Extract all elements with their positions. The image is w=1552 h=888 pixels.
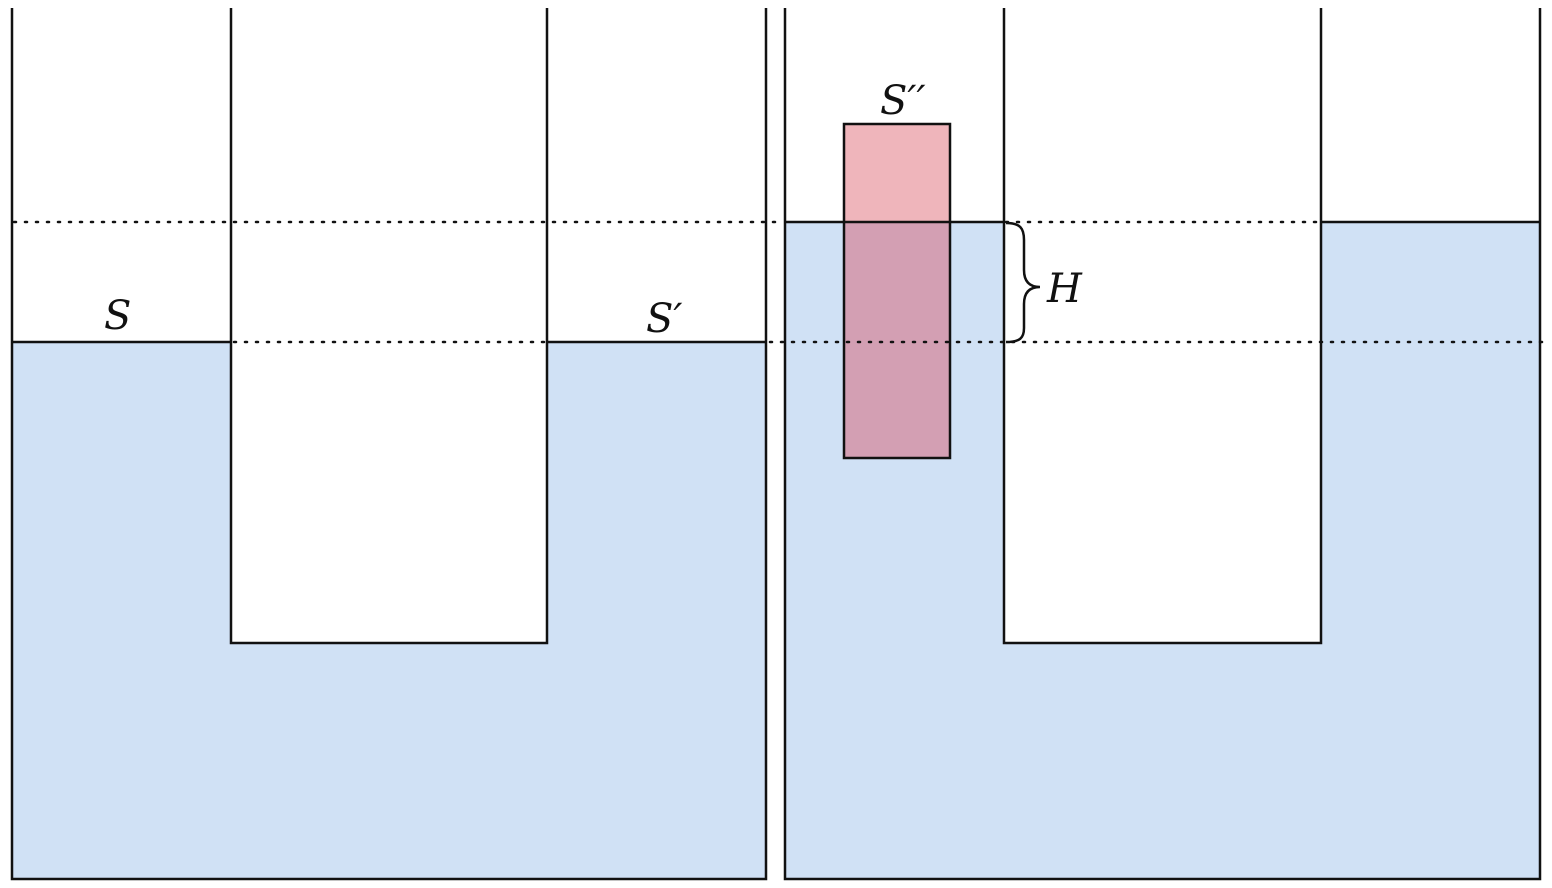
left-vessel-water	[12, 342, 766, 879]
block-above-water	[844, 124, 950, 222]
left-vessel-walls	[10, 8, 768, 881]
label-h: H	[1046, 266, 1083, 312]
left-vessel: S S′	[10, 8, 768, 881]
label-s-double-prime: S′′	[880, 78, 926, 124]
floating-block	[842, 122, 952, 460]
right-vessel-walls	[783, 8, 1542, 881]
block-outline	[842, 122, 952, 460]
height-brace	[1005, 221, 1041, 344]
right-vessel-water	[785, 222, 1540, 879]
block-submerged	[844, 222, 950, 458]
label-s: S	[104, 293, 131, 339]
right-vessel: S′′	[783, 8, 1542, 881]
label-s-prime: S′	[646, 296, 682, 342]
